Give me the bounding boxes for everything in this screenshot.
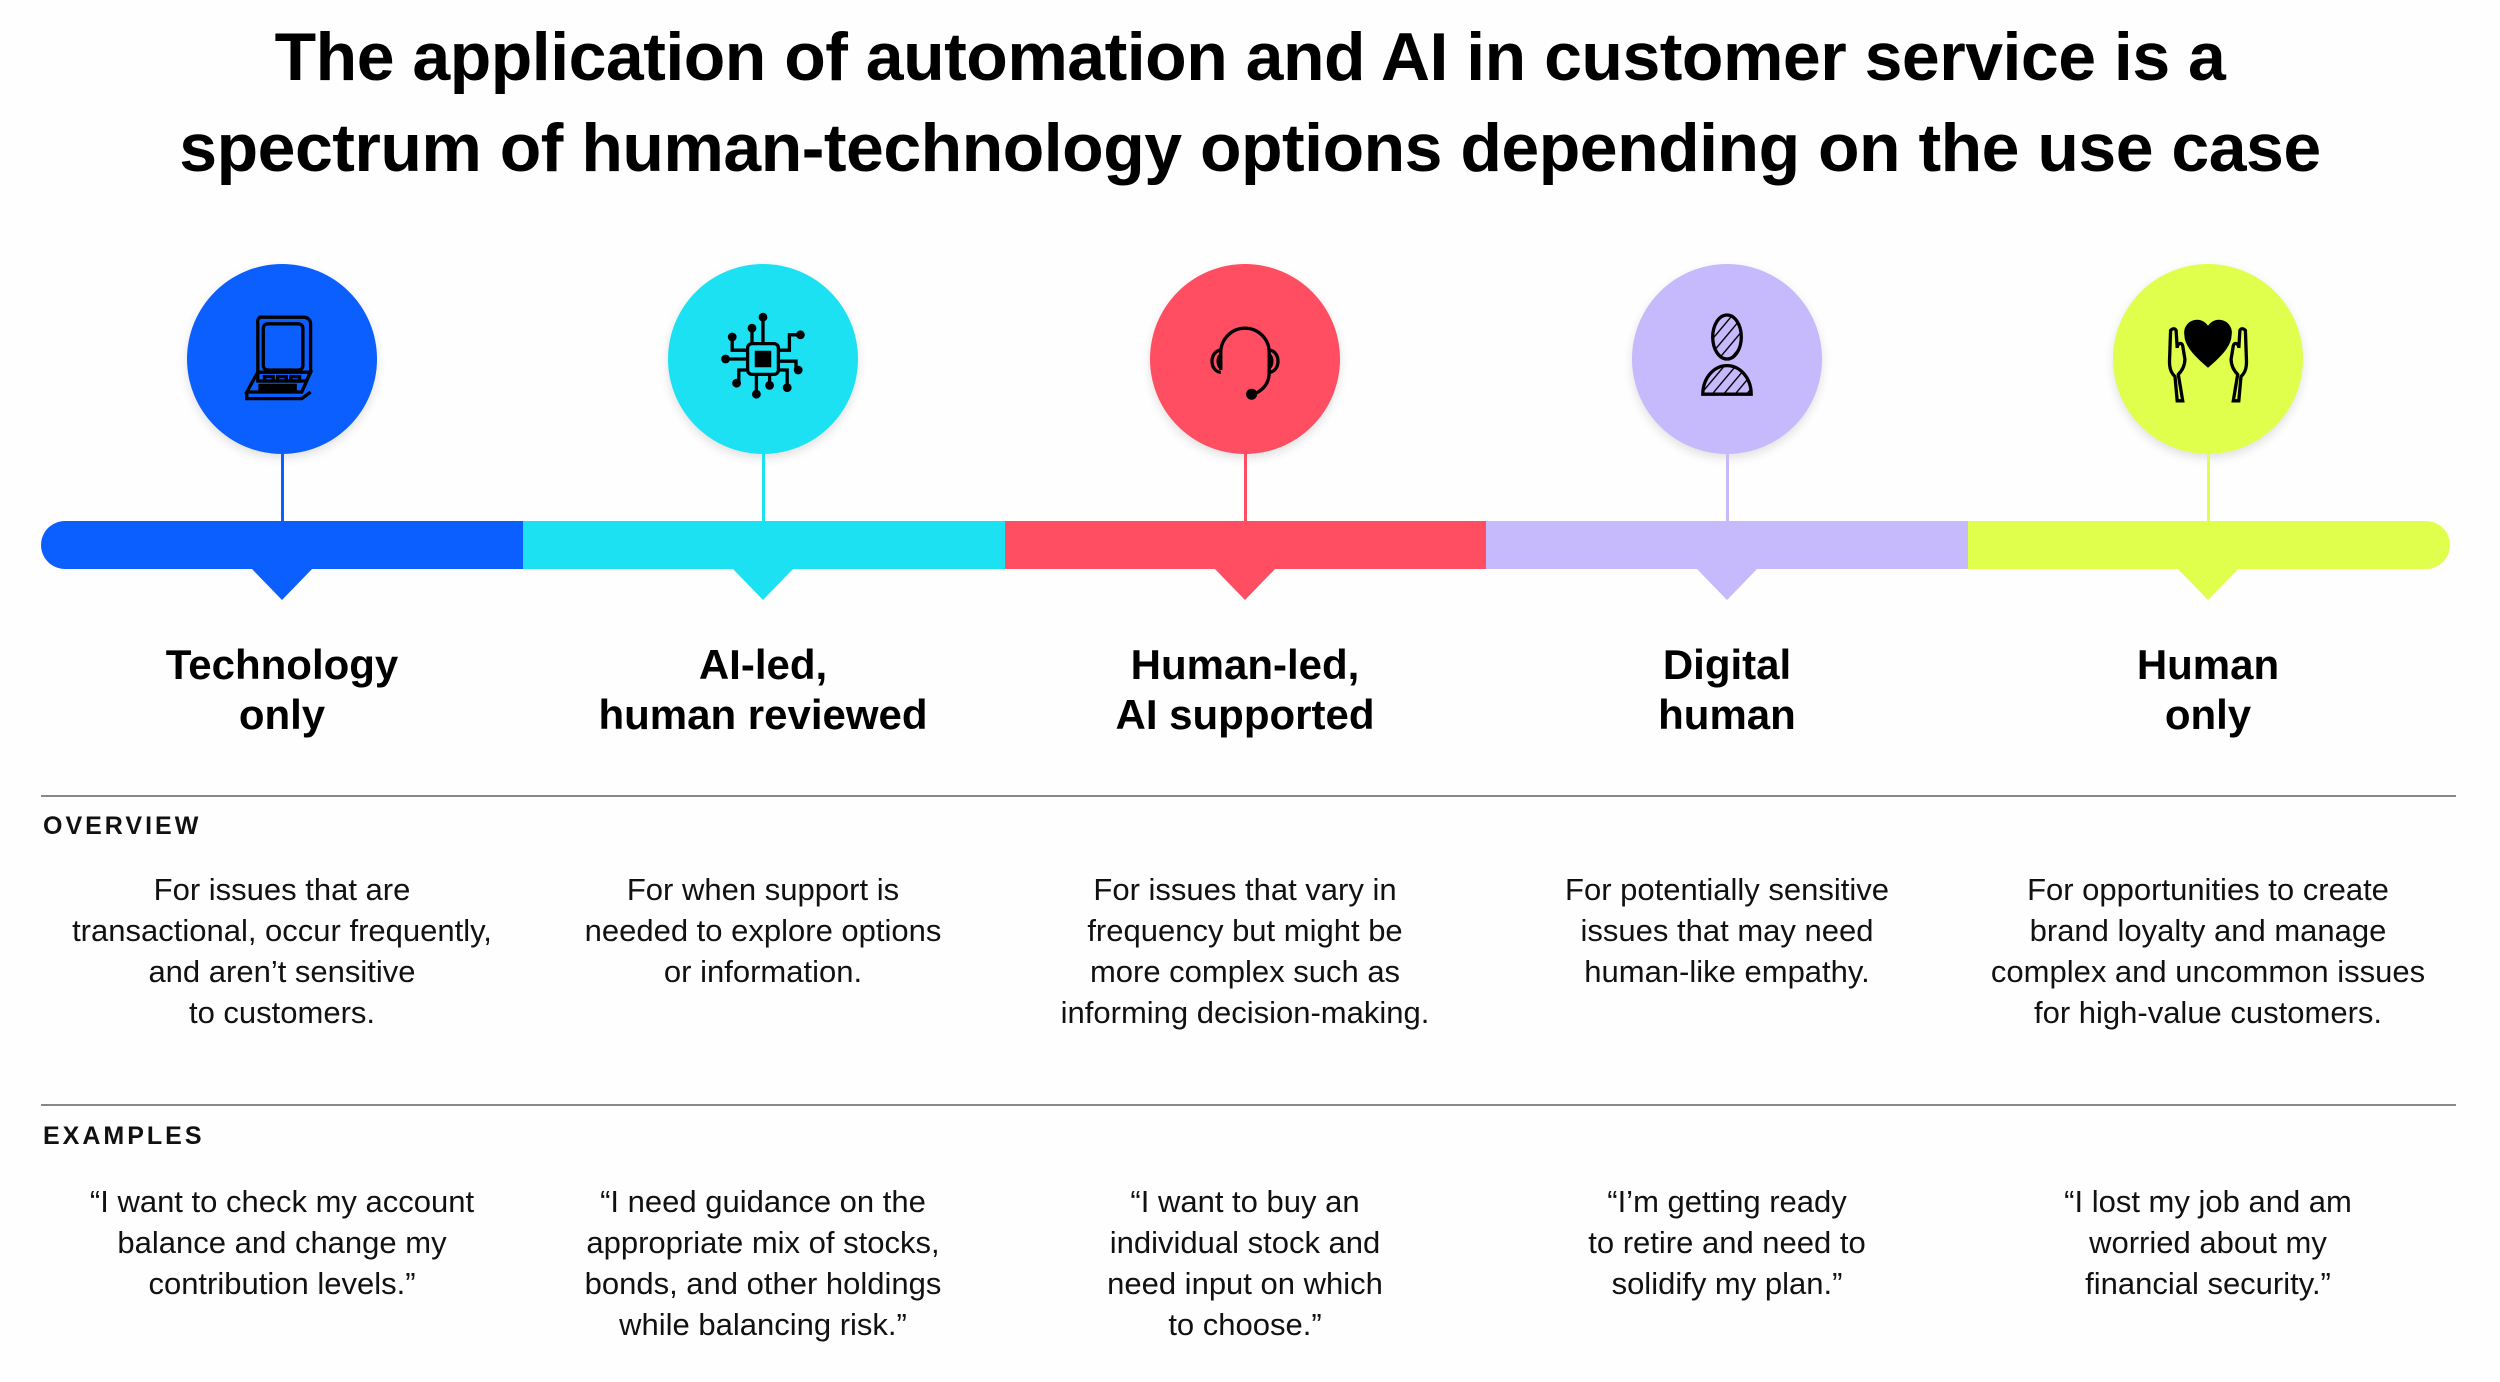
example-line: appropriate mix of stocks, (586, 1225, 940, 1260)
example-line: solidify my plan.” (1611, 1266, 1843, 1301)
overview-line: issues that may need (1580, 913, 1874, 948)
stage-example-quote: “I’m getting ready to retire and need to s… (1486, 1181, 1968, 1304)
overview-line: to customers. (188, 995, 376, 1030)
title-line-2: spectrum of human-technology options dep… (179, 110, 2321, 186)
stage-overview: For potentially sensitive issues that may… (1486, 869, 1968, 992)
stage-icon-circle (1150, 264, 1340, 454)
overview-line: for high-value customers. (2033, 995, 2383, 1030)
stage-heading-line: Human-led, (1130, 641, 1360, 688)
spectrum-segment (1004, 521, 1487, 569)
title-line-1: The application of automation and AI in … (274, 19, 2226, 95)
stage-example-quote: “I want to check my account balance and c… (41, 1181, 523, 1304)
example-line: financial security.” (2085, 1266, 2331, 1301)
stage-overview: For issues that vary in frequency but mig… (1004, 869, 1486, 1033)
spectrum-bar (41, 521, 2450, 569)
overview-line: For opportunities to create (2027, 872, 2389, 907)
stage-heading: Human-led,AI supported (1004, 640, 1486, 740)
stage-icon-circle (187, 264, 377, 454)
digital-person-icon (1672, 304, 1782, 414)
stage-pointer (2177, 568, 2239, 600)
example-line: “I need guidance on the (600, 1184, 926, 1219)
stage-heading-line: human (1658, 691, 1796, 738)
overview-divider (41, 795, 2456, 797)
stage-example-quote: “I lost my job and am worried about my fin… (1967, 1181, 2449, 1304)
overview-label: OVERVIEW (43, 812, 202, 840)
page-title: The application of automation and AI in … (0, 12, 2500, 194)
example-line: “I want to check my account (89, 1184, 475, 1219)
stage-heading-line: only (238, 691, 326, 738)
stage-heading-line: only (2164, 691, 2252, 738)
example-line: “I’m getting ready (1607, 1184, 1847, 1219)
stage-pointer (1696, 568, 1758, 600)
example-line: to retire and need to (1588, 1225, 1866, 1260)
overview-line: For issues that vary in (1093, 872, 1397, 907)
overview-line: complex and uncommon issues (1990, 954, 2426, 989)
stage-heading: AI-led,human reviewed (522, 640, 1004, 740)
stage-connector-line (281, 454, 284, 522)
overview-line: brand loyalty and manage (2029, 913, 2387, 948)
circuit-chip-icon (708, 304, 818, 414)
example-line: balance and change my (117, 1225, 447, 1260)
hands-heart-icon (2153, 304, 2263, 414)
example-line: “I lost my job and am (2064, 1184, 2352, 1219)
overview-line: more complex such as (1089, 954, 1401, 989)
stage-heading-line: AI supported (1115, 691, 1375, 738)
stage-icon-circle (1632, 264, 1822, 454)
stage-overview: For when support is needed to explore opt… (522, 869, 1004, 992)
example-line: need input on which (1107, 1266, 1383, 1301)
overview-line: For when support is (626, 872, 900, 907)
stage-overview: For issues that are transactional, occur … (41, 869, 523, 1033)
example-line: contribution levels.” (148, 1266, 416, 1301)
spectrum-segment (41, 521, 523, 569)
stage-connector-line (762, 454, 765, 522)
overview-line: For issues that are (153, 872, 411, 907)
spectrum-segment (1486, 521, 1969, 569)
spectrum-segment (522, 521, 1005, 569)
overview-line: frequency but might be (1087, 913, 1403, 948)
stage-example-quote: “I want to buy an individual stock and nee… (1004, 1181, 1486, 1345)
overview-line: or information. (663, 954, 863, 989)
example-line: to choose.” (1168, 1307, 1322, 1342)
example-line: individual stock and (1109, 1225, 1381, 1260)
overview-line: informing decision-making. (1060, 995, 1430, 1030)
stage-icon-circle (668, 264, 858, 454)
stage-overview: For opportunities to create brand loyalty… (1967, 869, 2449, 1033)
stage-pointer (251, 568, 313, 600)
overview-line: For potentially sensitive (1565, 872, 1889, 907)
examples-divider (41, 1104, 2456, 1106)
stage-heading-line: Human (2136, 641, 2280, 688)
example-line: “I want to buy an (1130, 1184, 1360, 1219)
spectrum-segment (1968, 521, 2450, 569)
example-line: bonds, and other holdings (584, 1266, 942, 1301)
stage-connector-line (1726, 454, 1729, 522)
stage-heading-line: AI-led, (698, 641, 828, 688)
stage-heading-line: Digital (1662, 641, 1792, 688)
overview-line: human-like empathy. (1584, 954, 1870, 989)
overview-line: needed to explore options (584, 913, 942, 948)
overview-line: and aren’t sensitive (148, 954, 416, 989)
stage-heading-line: human reviewed (598, 691, 928, 738)
examples-label: EXAMPLES (43, 1122, 205, 1150)
stage-heading-line: Technology (165, 641, 399, 688)
stage-connector-line (1244, 454, 1247, 522)
stage-example-quote: “I need guidance on the appropriate mix o… (522, 1181, 1004, 1345)
headset-icon (1190, 304, 1300, 414)
stage-pointer (732, 568, 794, 600)
stage-connector-line (2207, 454, 2210, 522)
overview-line: transactional, occur frequently, (72, 913, 492, 948)
example-line: worried about my (2089, 1225, 2327, 1260)
example-line: while balancing risk.” (619, 1307, 907, 1342)
laptop-icon (227, 304, 337, 414)
stage-icon-circle (2113, 264, 2303, 454)
stage-pointer (1214, 568, 1276, 600)
